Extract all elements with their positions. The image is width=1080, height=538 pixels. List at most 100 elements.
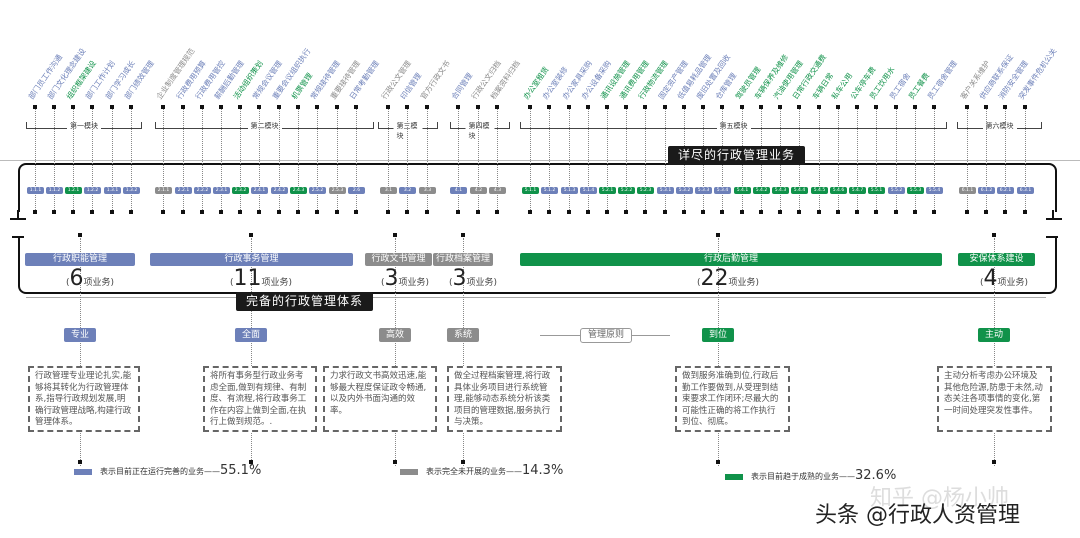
column-dot [405, 210, 409, 214]
category-count: (22项业务) [696, 266, 760, 291]
legend-text: 表示完全未开展的业务—— [426, 467, 522, 476]
business-code-badge: 5.2.1 [599, 187, 616, 194]
column-dot [90, 105, 94, 109]
category-dot [461, 233, 465, 237]
column-dot [90, 210, 94, 214]
column-dot [161, 105, 165, 109]
module-bracket: 第一模块 [26, 121, 142, 131]
category-dot [393, 233, 397, 237]
column-dot [643, 105, 647, 109]
column-dot [547, 105, 551, 109]
column-dot [547, 210, 551, 214]
principle-description: 做到服务准确到位,行政后勤工作要做到,从受理到结束要求工作闭环;尽最大的可能性正… [675, 366, 790, 432]
column-dot [386, 105, 390, 109]
column-connector [665, 108, 666, 214]
column-dot [33, 105, 37, 109]
right-marker-bottom [1046, 236, 1058, 238]
legend-text: 表示目前趋于成熟的业务—— [751, 472, 855, 481]
business-code-badge: 6.3.1 [1017, 187, 1034, 194]
column-connector [645, 108, 646, 214]
column-dot [778, 210, 782, 214]
column-dot [663, 210, 667, 214]
column-connector [131, 108, 132, 214]
principle-badge: 专业 [63, 328, 97, 342]
column-dot [71, 105, 75, 109]
column-connector [317, 108, 318, 214]
category-bar: 行政档案管理 [433, 253, 493, 266]
column-dot [778, 105, 782, 109]
column-dot [1023, 105, 1027, 109]
column-connector [407, 108, 408, 214]
category-count: (3项业务) [448, 266, 498, 291]
column-dot [200, 105, 204, 109]
column-connector [876, 108, 877, 214]
count-unit: 项业务 [728, 278, 756, 288]
column-dot [354, 210, 358, 214]
principle-badge: 系统 [446, 328, 480, 342]
column-dot [129, 105, 133, 109]
legend-swatch [725, 473, 743, 480]
legend-swatch [400, 468, 418, 475]
column-dot [855, 210, 859, 214]
column-dot [476, 105, 480, 109]
bottom-dot [716, 460, 720, 464]
column-connector [35, 108, 36, 214]
column-dot [1003, 105, 1007, 109]
business-code-badge: 5.3.2 [676, 187, 693, 194]
column-dot [855, 105, 859, 109]
column-connector [530, 108, 531, 214]
column-dot [1003, 210, 1007, 214]
column-dot [817, 105, 821, 109]
column-dot [682, 105, 686, 109]
column-dot [682, 210, 686, 214]
legend-percent: 32.6% [855, 468, 897, 483]
column-dot [932, 210, 936, 214]
column-dot [874, 210, 878, 214]
module-label: 第一模块 [67, 121, 101, 131]
business-code-badge: 3.1 [380, 187, 397, 194]
column-dot [315, 210, 319, 214]
column-connector [838, 108, 839, 214]
count-unit: 项业务 [997, 278, 1025, 288]
right-marker-top [1046, 218, 1062, 220]
column-dot [110, 105, 114, 109]
column-connector [73, 108, 74, 214]
column-connector [569, 108, 570, 214]
business-code-badge: 5.2.3 [637, 187, 654, 194]
column-connector [112, 108, 113, 214]
column-connector [896, 108, 897, 214]
principles-label: 管理原则 [580, 328, 632, 343]
column-dot [277, 210, 281, 214]
top-divider-line [0, 160, 1080, 161]
column-connector [1025, 108, 1026, 214]
column-connector [240, 108, 241, 214]
column-dot [456, 105, 460, 109]
column-dot [52, 105, 56, 109]
business-code-badge: 5.1.3 [561, 187, 578, 194]
bottom-dot [78, 460, 82, 464]
bottom-dot [249, 460, 253, 464]
column-dot [797, 210, 801, 214]
column-dot [110, 210, 114, 214]
column-dot [71, 210, 75, 214]
column-dot [1023, 210, 1027, 214]
module-label: 第六模块 [982, 121, 1017, 131]
module-bracket: 第二模块 [155, 121, 374, 131]
column-connector [202, 108, 203, 214]
left-marker-top [10, 218, 26, 220]
column-dot [965, 105, 969, 109]
column-dot [586, 105, 590, 109]
category-dot [78, 233, 82, 237]
column-connector [626, 108, 627, 214]
principle-description: 做全过程档案管理,将行政具体业务项目进行系统管理,能够动态系统分析该类项目的管理… [447, 366, 562, 432]
column-connector [986, 108, 987, 214]
business-code-badge: 1.1.2 [46, 187, 63, 194]
column-connector [934, 108, 935, 214]
column-dot [605, 210, 609, 214]
count-unit: 项业务 [466, 278, 494, 288]
column-connector [356, 108, 357, 214]
column-connector [92, 108, 93, 214]
business-code-badge: 3.3 [419, 187, 436, 194]
column-dot [567, 105, 571, 109]
column-connector [388, 108, 389, 214]
